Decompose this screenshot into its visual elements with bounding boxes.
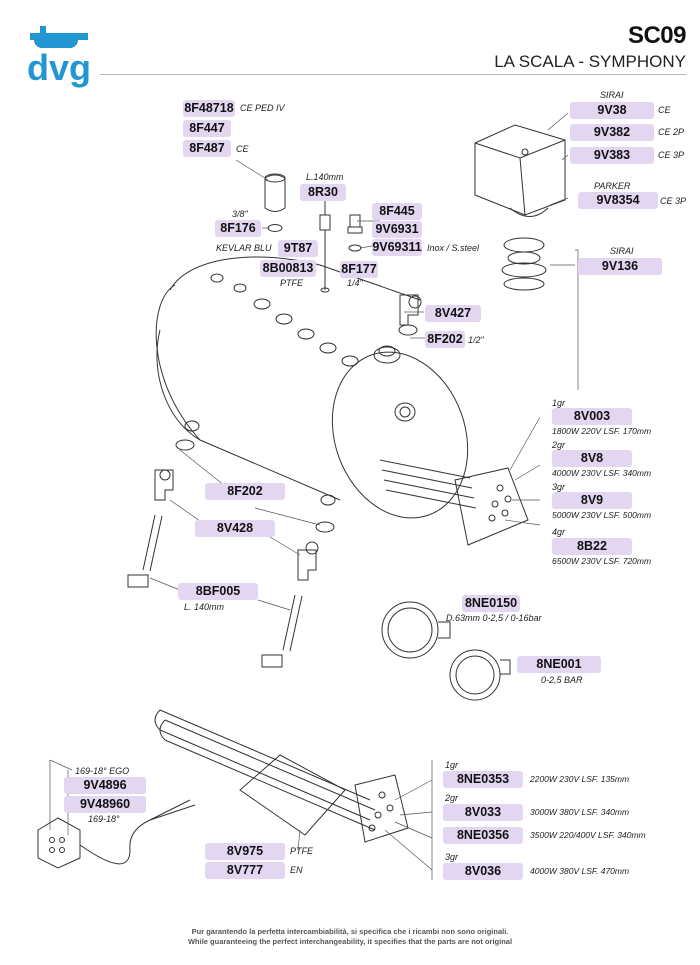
- part-note: CE 3P: [658, 150, 685, 160]
- part-code[interactable]: 9V6931: [372, 221, 422, 238]
- part-code[interactable]: 9V4896: [64, 777, 146, 794]
- part-code[interactable]: 8BF005: [178, 583, 258, 600]
- part-note: 3gr: [445, 852, 459, 862]
- logo-text: dvg: [27, 47, 91, 88]
- part-note: 3gr: [552, 482, 566, 492]
- part-note: CE PED IV: [240, 103, 285, 113]
- heating-element-lower: [154, 709, 409, 843]
- part-note: 2gr: [445, 793, 459, 803]
- footer-disclaimer-en: While guaranteeing the perfect interchan…: [187, 937, 513, 946]
- part-note: D.63mm 0-2,5 / 0-16bar: [446, 613, 542, 623]
- part-code[interactable]: 8V975: [205, 843, 285, 860]
- part-code[interactable]: 8NE001: [517, 656, 601, 673]
- part-note: CE 2P: [658, 127, 685, 137]
- part-code[interactable]: 9V136: [578, 258, 662, 275]
- part-note: PTFE: [280, 278, 304, 288]
- part-note: Inox / S.steel: [427, 243, 480, 253]
- part-note: CE: [236, 144, 249, 154]
- part-code[interactable]: 8F202: [205, 483, 285, 500]
- part-code[interactable]: 8V428: [195, 520, 275, 537]
- part-code[interactable]: 8NE0353: [443, 771, 523, 788]
- part-code[interactable]: 9V8354: [578, 192, 658, 209]
- part-note: PARKER: [594, 181, 631, 191]
- part-code[interactable]: 9V69311: [372, 239, 422, 256]
- part-note: 0-2,5 BAR: [541, 675, 583, 685]
- dvg-logo: dvg: [27, 26, 91, 88]
- part-note: 4gr: [552, 527, 566, 537]
- part-note: PTFE: [290, 846, 314, 856]
- part-note: L.140mm: [306, 172, 344, 182]
- part-code[interactable]: 8F447: [183, 120, 231, 137]
- part-code[interactable]: 8V036: [443, 863, 523, 880]
- fitting-8F445: [347, 214, 363, 252]
- part-code[interactable]: 8V8: [552, 450, 632, 467]
- part-code[interactable]: 9T87: [278, 240, 318, 257]
- part-code[interactable]: 8NE0356: [443, 827, 523, 844]
- boiler-heating-element: [379, 459, 529, 546]
- part-note: 3500W 220/400V LSF. 340mm: [530, 830, 646, 840]
- part-note: SIRAI: [610, 246, 634, 256]
- part-code[interactable]: 9V48960: [64, 796, 146, 813]
- part-code[interactable]: 8B00813: [260, 260, 316, 277]
- part-note: CE: [658, 105, 671, 115]
- part-note: KEVLAR BLU: [216, 243, 272, 253]
- section-code: SC09: [627, 22, 687, 49]
- part-code[interactable]: 8R30: [300, 184, 346, 201]
- part-code[interactable]: 8F177: [340, 261, 378, 278]
- part-code[interactable]: 9V38: [570, 102, 654, 119]
- part-note: 1/4": [347, 278, 363, 288]
- elbow-fitting-8V427: [398, 294, 422, 336]
- safety-valve: [264, 173, 286, 232]
- part-code[interactable]: 8F202: [425, 331, 465, 348]
- probe-rod: [319, 195, 331, 293]
- part-code[interactable]: 8V9: [552, 492, 632, 509]
- level-tube-1: [127, 514, 163, 588]
- part-code[interactable]: 8B22: [552, 538, 632, 555]
- part-note: 4000W 380V LSF. 470mm: [530, 866, 630, 876]
- part-code[interactable]: 8V777: [205, 862, 285, 879]
- part-note: EN: [290, 865, 303, 875]
- part-note: 3/8": [232, 209, 248, 219]
- part-note: 169-18°: [88, 814, 120, 824]
- part-code[interactable]: 8NE0150: [462, 595, 520, 612]
- part-code[interactable]: 8V427: [425, 305, 481, 322]
- part-note: 5000W 230V LSF. 500mm: [552, 510, 652, 520]
- part-code[interactable]: 8F487: [183, 140, 231, 157]
- part-note: CE 3P: [660, 196, 687, 206]
- part-note: 4000W 230V LSF. 340mm: [552, 468, 652, 478]
- part-note: SIRAI: [600, 90, 624, 100]
- page-title: LA SCALA - SYMPHONY: [494, 52, 686, 71]
- part-note: 1/2": [468, 335, 484, 345]
- part-note: 1gr: [445, 760, 459, 770]
- part-code[interactable]: 8F445: [372, 203, 422, 220]
- part-code[interactable]: 9V383: [570, 147, 654, 164]
- footer-disclaimer-it: Pur garantendo la perfetta intercambiabi…: [191, 927, 509, 936]
- part-code[interactable]: 9V382: [570, 124, 654, 141]
- part-note: 169-18° EGO: [75, 766, 130, 776]
- leader-lines: [49, 112, 579, 880]
- level-tube-2: [261, 594, 303, 668]
- title-divider: [100, 74, 686, 75]
- part-note: L. 140mm: [184, 602, 225, 612]
- elbow-fitting-left: [154, 439, 195, 501]
- boiler-tank: [155, 256, 469, 519]
- part-note: 6500W 230V LSF. 720mm: [552, 556, 652, 566]
- part-note: 3000W 380V LSF. 340mm: [530, 807, 630, 817]
- thermostat: [37, 799, 196, 869]
- pressure-switch: [474, 124, 566, 291]
- pressure-gauge-large: [381, 601, 451, 659]
- part-code[interactable]: 8F48718: [183, 100, 235, 117]
- part-code[interactable]: 8V003: [552, 408, 632, 425]
- part-note: 2gr: [552, 440, 566, 450]
- part-note: 1gr: [552, 398, 566, 408]
- elbow-fitting-8V428: [297, 521, 335, 581]
- part-note: 1800W 220V LSF. 170mm: [552, 426, 652, 436]
- part-code[interactable]: 8F176: [215, 220, 261, 237]
- part-code[interactable]: 8V033: [443, 804, 523, 821]
- pressure-gauge-small: [449, 649, 511, 701]
- part-note: 2200W 230V LSF. 135mm: [530, 774, 630, 784]
